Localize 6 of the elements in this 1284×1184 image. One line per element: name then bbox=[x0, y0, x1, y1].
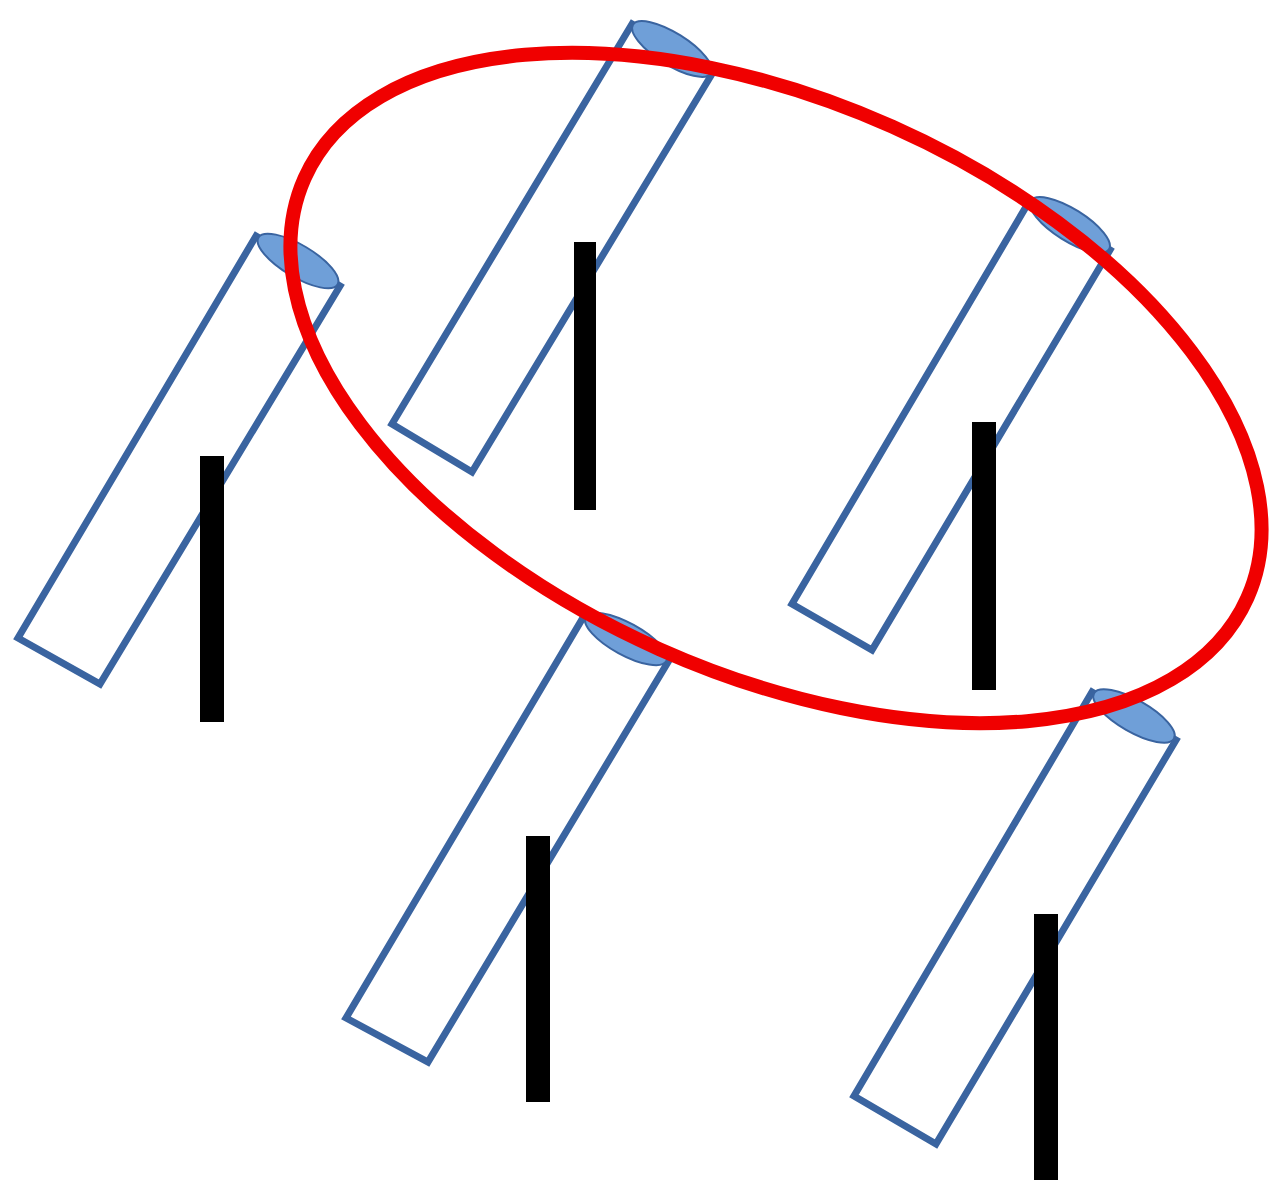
tilted-cylinder bbox=[387, 19, 717, 477]
tilted-cylinder bbox=[13, 231, 345, 689]
tilted-cylinder bbox=[787, 195, 1115, 655]
grouping-ellipse bbox=[283, 45, 1269, 731]
tilted-cylinder bbox=[341, 611, 673, 1067]
tilted-cylinder bbox=[849, 687, 1181, 1149]
